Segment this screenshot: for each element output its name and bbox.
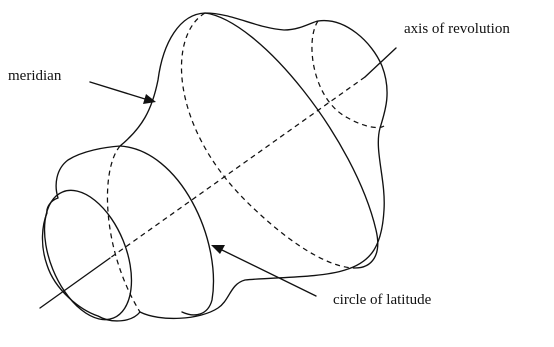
meridian-arrowhead — [143, 94, 156, 104]
latitude-circle-1-back — [106, 145, 141, 313]
axis-of-revolution-label: axis of revolution — [404, 21, 510, 37]
front-cap-ellipse — [43, 189, 133, 321]
latitude-circle-2-front — [204, 12, 379, 269]
axis-line-lower — [39, 257, 111, 309]
surface-silhouette — [41, 12, 388, 322]
circle-of-latitude-label: circle of latitude — [333, 292, 432, 308]
latitude-circle-3-back — [311, 20, 385, 129]
latitude-arrowhead — [211, 245, 225, 254]
axis-line-dashed — [109, 76, 366, 259]
meridian-label: meridian — [8, 68, 62, 84]
latitude-circle-1-front — [119, 145, 214, 316]
axis-of-revolution — [39, 47, 397, 309]
meridian-arrow-line — [89, 81, 146, 100]
meridian-pointer — [89, 81, 156, 104]
latitude-arrow-line — [221, 249, 317, 297]
latitude-circle-2-back — [180, 12, 356, 269]
latitude-pointer — [211, 245, 317, 297]
